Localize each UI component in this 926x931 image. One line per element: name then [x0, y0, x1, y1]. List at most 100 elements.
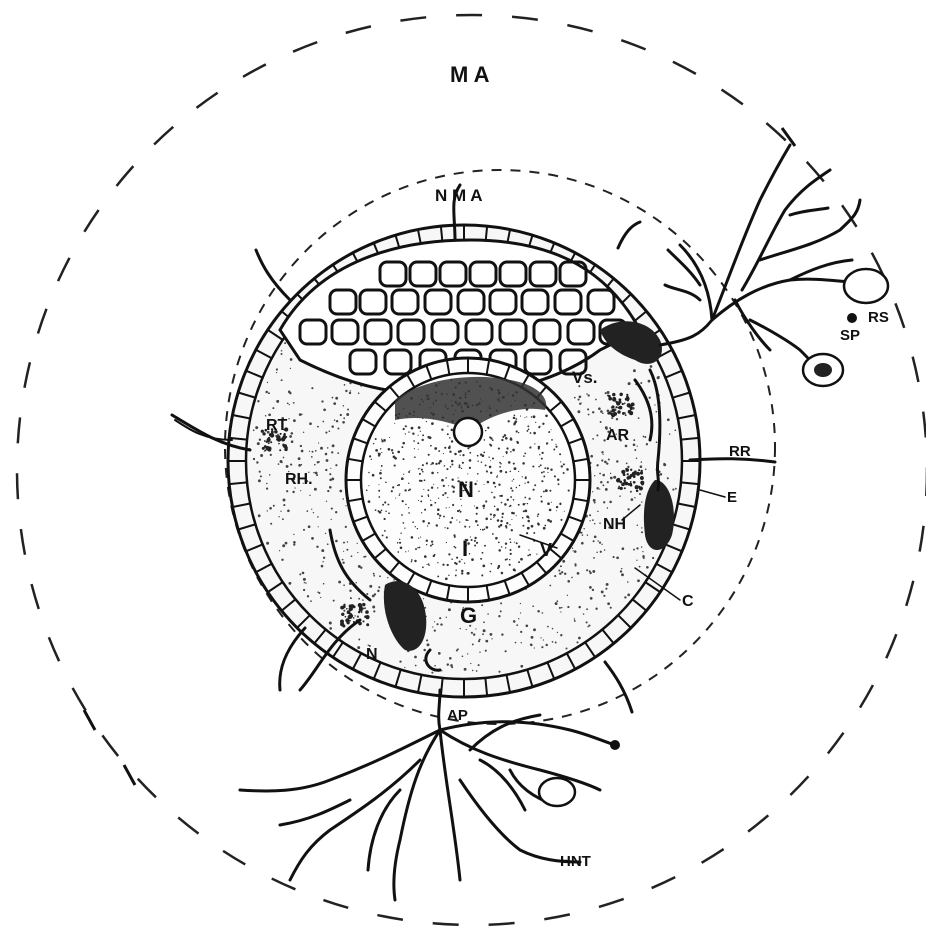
- stipple-dot: [521, 642, 522, 643]
- stipple-dot: [257, 400, 259, 402]
- stipple-dot: [543, 471, 545, 473]
- stipple-dot: [382, 441, 384, 443]
- stipple-dot: [500, 463, 502, 465]
- stipple-dot: [326, 459, 329, 462]
- label-hnt: HNT: [560, 853, 591, 870]
- arbuscule-dot: [625, 398, 628, 401]
- stipple-dot: [505, 437, 508, 440]
- stipple-dot: [641, 461, 642, 462]
- stipple-dot: [339, 490, 342, 493]
- stipple-dot: [422, 566, 424, 568]
- stipple-dot: [373, 610, 375, 612]
- stipple-dot: [430, 500, 431, 501]
- stipple-dot: [464, 668, 467, 671]
- stipple-dot: [266, 487, 268, 489]
- stipple-dot: [401, 446, 403, 448]
- stipple-dot: [601, 451, 603, 453]
- stipple-dot: [658, 376, 660, 378]
- stipple-dot: [597, 511, 598, 512]
- stipple-dot: [589, 520, 590, 521]
- stipple-dot: [299, 413, 302, 416]
- stipple-dot: [478, 664, 480, 666]
- stipple-dot: [399, 660, 401, 662]
- stipple-dot: [536, 554, 537, 555]
- stipple-dot: [516, 515, 517, 516]
- stipple-dot: [492, 533, 494, 535]
- stipple-dot: [421, 495, 423, 497]
- stipple-dot: [459, 521, 460, 522]
- stipple-dot: [513, 620, 516, 623]
- stipple-dot: [481, 462, 482, 463]
- stipple-dot: [527, 527, 530, 530]
- stipple-dot: [518, 618, 519, 619]
- stipple-dot: [593, 557, 595, 559]
- stipple-dot: [485, 500, 487, 502]
- stipple-dot: [278, 463, 280, 465]
- stipple-dot: [451, 429, 454, 432]
- stipple-dot: [266, 483, 268, 485]
- stipple-dot: [493, 514, 496, 517]
- stipple-dot: [494, 486, 496, 488]
- stipple-dot: [562, 560, 565, 563]
- stipple-dot: [408, 550, 409, 551]
- label-vs: Vs.: [572, 368, 598, 387]
- stipple-dot: [576, 641, 578, 643]
- stipple-dot: [320, 597, 321, 598]
- stipple-dot: [329, 622, 332, 625]
- stipple-dot: [451, 558, 453, 560]
- stipple-dot: [627, 508, 629, 510]
- stipple-dot: [527, 555, 529, 557]
- stipple-dot: [637, 525, 639, 527]
- stipple-dot: [337, 427, 339, 429]
- stipple-dot: [498, 484, 500, 486]
- stipple-dot: [587, 408, 589, 410]
- stipple-dot: [459, 510, 460, 511]
- stipple-dot: [522, 476, 523, 477]
- stipple-dot: [404, 527, 405, 528]
- arbuscule-dot: [268, 442, 270, 444]
- stipple-dot: [501, 502, 503, 504]
- arbuscule-dot: [619, 481, 622, 484]
- stipple-dot: [547, 519, 550, 522]
- stipple-dot: [538, 448, 540, 450]
- stipple-dot: [502, 516, 504, 518]
- stipple-dot: [595, 399, 597, 401]
- stipple-dot: [527, 503, 528, 504]
- stipple-dot: [311, 537, 314, 540]
- arbuscule-dot: [611, 405, 614, 408]
- stipple-dot: [445, 577, 448, 580]
- stipple-dot: [448, 608, 451, 611]
- stipple-dot: [484, 545, 486, 547]
- stipple-dot: [384, 530, 386, 532]
- stipple-dot: [589, 572, 591, 574]
- stipple-dot: [303, 589, 305, 591]
- stipple-dot: [518, 432, 519, 433]
- stipple-dot: [592, 570, 595, 573]
- stipple-dot: [357, 552, 358, 553]
- stipple-dot: [620, 570, 622, 572]
- stipple-dot: [510, 451, 512, 453]
- stipple-dot: [475, 628, 476, 629]
- arbuscule-dot: [361, 607, 363, 609]
- stipple-dot: [505, 525, 507, 527]
- arbuscule-dot: [348, 617, 350, 619]
- stipple-dot: [446, 617, 447, 618]
- stipple-dot: [404, 489, 406, 491]
- stipple-dot: [625, 445, 628, 448]
- stipple-dot: [498, 525, 500, 527]
- stipple-dot: [568, 490, 570, 492]
- stipple-dot: [411, 427, 414, 430]
- stipple-dot: [368, 500, 371, 503]
- stipple-dot: [414, 560, 416, 562]
- stipple-dot: [430, 464, 431, 465]
- stipple-dot: [574, 563, 576, 565]
- stipple-dot: [450, 664, 453, 667]
- stipple-dot: [284, 342, 286, 344]
- stipple-dot: [439, 460, 442, 463]
- stipple-dot: [387, 577, 388, 578]
- stipple-dot: [435, 463, 437, 465]
- stipple-dot: [422, 520, 425, 523]
- stipple-dot: [454, 546, 455, 547]
- stipple-dot: [451, 460, 454, 463]
- stipple-dot: [505, 471, 507, 473]
